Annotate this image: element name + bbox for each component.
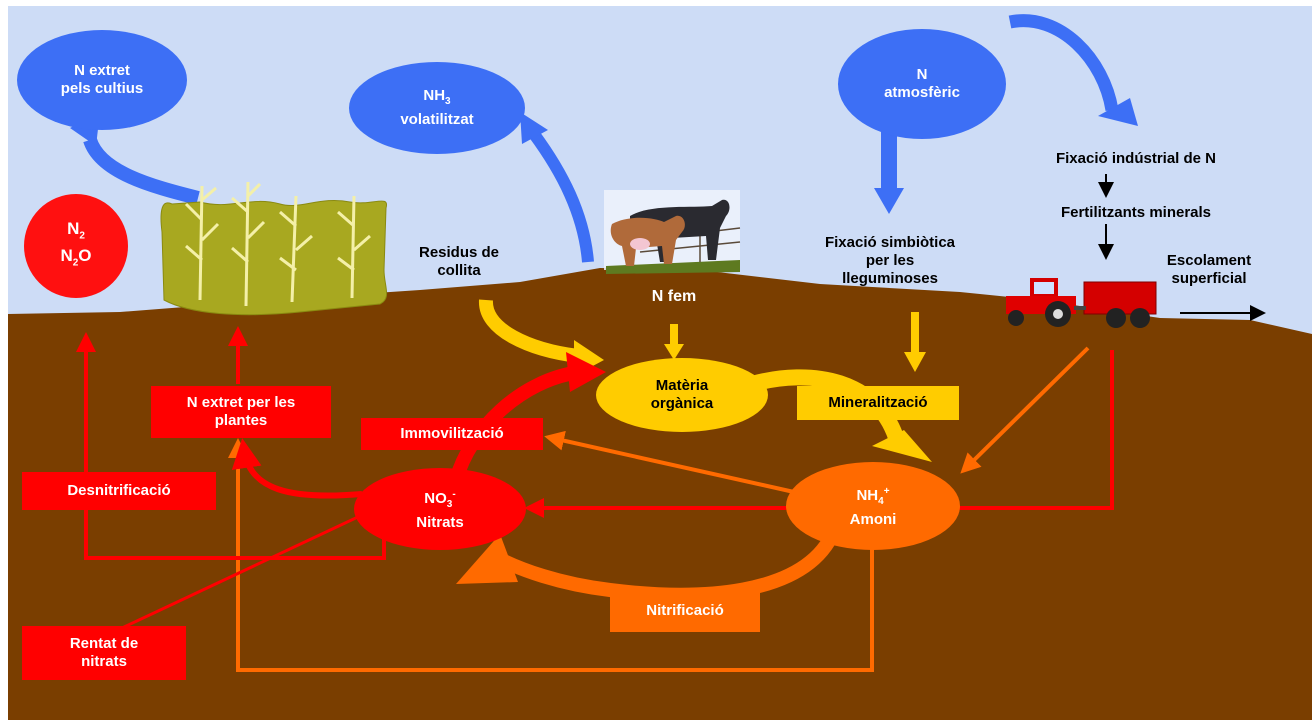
plants-line1: N extret per les [186, 394, 296, 411]
arrow-fertilizer-nh4 [960, 346, 1090, 474]
arrow-immobilization [449, 365, 582, 483]
n-crops-line1: N extret [74, 62, 130, 79]
label-manure: N fem [651, 288, 697, 305]
box-mineralization: Mineralització [797, 386, 959, 420]
nh3-line2: volatilitzat [400, 111, 474, 128]
arrowhead-manure [664, 344, 684, 360]
corn-field-illustration [160, 181, 388, 316]
node-nitrates: NO3- Nitrats [354, 468, 526, 550]
arrow-industrial-fixation [1008, 14, 1119, 112]
n-atm-line2: atmosfèric [884, 84, 960, 101]
arrow-no3-plants [231, 438, 363, 499]
nitrates-line2: Nitrats [416, 514, 464, 531]
arrowhead-volatilization [520, 112, 548, 144]
nh3-formula: NH3 [423, 87, 451, 107]
organic-line2: orgànica [650, 395, 714, 412]
arrow-fertilizer-no3 [958, 350, 1114, 510]
red-arrows [76, 326, 1114, 630]
mineral-label: Mineralització [828, 394, 928, 411]
n2-formula: N2 [67, 218, 85, 241]
arrow-crops-uptake [83, 137, 200, 205]
arrow-volatilization [529, 130, 594, 263]
ellipse-nh3 [349, 62, 525, 154]
nh4-formula: NH4+ [856, 486, 890, 507]
leach-line2: nitrats [81, 653, 127, 670]
arrowhead-legumes [904, 352, 926, 372]
node-nh3: NH3 volatilitzat [349, 62, 525, 154]
arrow-mineralization [749, 369, 906, 447]
node-ammonium: NH4+ Amoni [786, 462, 960, 550]
ellipse-n-crops [17, 30, 187, 130]
arrowhead-mineralization [872, 430, 932, 462]
arrowhead-immobilization [566, 352, 606, 392]
immob-label: Immovilització [400, 425, 504, 442]
label-mineral-fertilizers: Fertilitzants minerals [1060, 204, 1212, 221]
arrow-leaching [121, 498, 395, 630]
label-industrial-fixation: Fixació indústrial de N [1055, 150, 1217, 167]
nitrif-label: Nitrificació [646, 602, 724, 619]
circle-n2 [24, 194, 128, 298]
arrowhead-symbiotic [874, 188, 904, 214]
cows-illustration [604, 190, 741, 274]
box-nitrification: Nitrificació [610, 590, 760, 632]
plants-line2: plantes [214, 412, 268, 429]
black-arrows [1098, 174, 1266, 321]
arrow-residues [479, 299, 579, 363]
arrowhead-industrial [1098, 98, 1138, 126]
leach-line1: Rentat de [69, 635, 139, 652]
ammonium-line2: Amoni [849, 511, 897, 528]
arrowhead-nitrification [456, 534, 518, 584]
soil [8, 268, 1312, 720]
box-immobilization: Immovilització [361, 418, 543, 450]
no3-formula: NO3- [424, 489, 456, 510]
organic-line1: Matèria [655, 377, 709, 394]
n-crops-line2: pels cultius [60, 80, 144, 97]
ellipse-n-atm [838, 29, 1006, 139]
n-atm-line1: N [916, 66, 928, 83]
tractor-illustration [1006, 278, 1157, 328]
node-n2-n2o: N2 N2O [24, 194, 128, 298]
n2o-formula: N2O [60, 246, 92, 269]
denitr-label: Desnitrificació [67, 482, 171, 499]
arrow-nh4-immob [544, 430, 795, 494]
box-denitrification: Desnitrificació [22, 472, 216, 510]
blue-arrows [70, 14, 1138, 263]
